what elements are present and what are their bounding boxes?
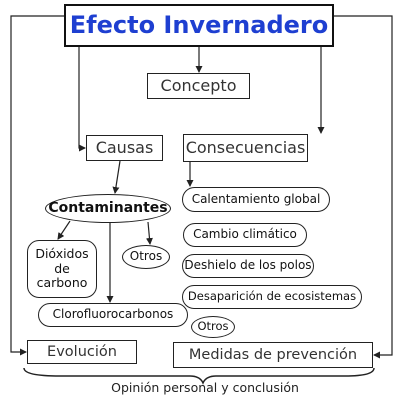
consecuencia-text: Desaparición de ecosistemas	[187, 289, 357, 304]
otros-causas-text: Otros	[129, 249, 163, 264]
consecuencia-text: Otros	[197, 319, 229, 334]
consecuencia-text: Deshielo de los polos	[184, 258, 312, 273]
arrow-causas-contaminantes	[112, 160, 121, 194]
title-box: Efecto Invernadero	[64, 4, 334, 47]
dioxidos-text: Dióxidos de carbono	[35, 246, 89, 291]
title-text: Efecto Invernadero	[69, 10, 329, 39]
arrow-title-medidas	[334, 15, 393, 359]
arrow-contaminantes-dioxidos	[57, 220, 71, 240]
consecuencias-text: Consecuencias	[185, 137, 306, 157]
consecuencia-desaparicion: Desaparición de ecosistemas	[182, 285, 362, 309]
clorofluorocarbonos-text: Clorofluorocarbonos	[52, 307, 174, 322]
consecuencia-otros: Otros	[191, 316, 235, 338]
opinion-label: Opinión personal y conclusión	[111, 380, 299, 395]
arrow-contaminantes-otros	[145, 221, 153, 245]
medidas-box: Medidas de prevención	[173, 342, 373, 368]
medidas-text: Medidas de prevención	[188, 346, 358, 363]
consecuencia-cambio-climatico: Cambio climático	[183, 223, 307, 247]
concepto-text: Concepto	[160, 75, 237, 95]
brace	[23, 367, 375, 385]
causas-text: Causas	[95, 137, 154, 157]
consecuencia-deshielo: Deshielo de los polos	[182, 254, 314, 278]
contaminantes-node: Contaminantes	[45, 194, 171, 223]
dioxidos-node: Dióxidos de carbono	[27, 240, 97, 298]
concepto-box: Concepto	[147, 73, 250, 99]
contaminantes-text: Contaminantes	[48, 200, 168, 217]
otros-causas-node: Otros	[122, 245, 170, 269]
evolucion-text: Evolución	[47, 343, 117, 360]
evolucion-box: Evolución	[27, 340, 137, 364]
consecuencias-box: Consecuencias	[183, 134, 308, 162]
consecuencia-calentamiento: Calentamiento global	[182, 187, 330, 212]
arrow-title-evolucion	[10, 15, 64, 356]
causas-box: Causas	[86, 135, 163, 161]
consecuencia-text: Cambio climático	[193, 227, 297, 242]
clorofluorocarbonos-node: Clorofluorocarbonos	[38, 303, 188, 327]
consecuencia-text: Calentamiento global	[191, 191, 321, 206]
